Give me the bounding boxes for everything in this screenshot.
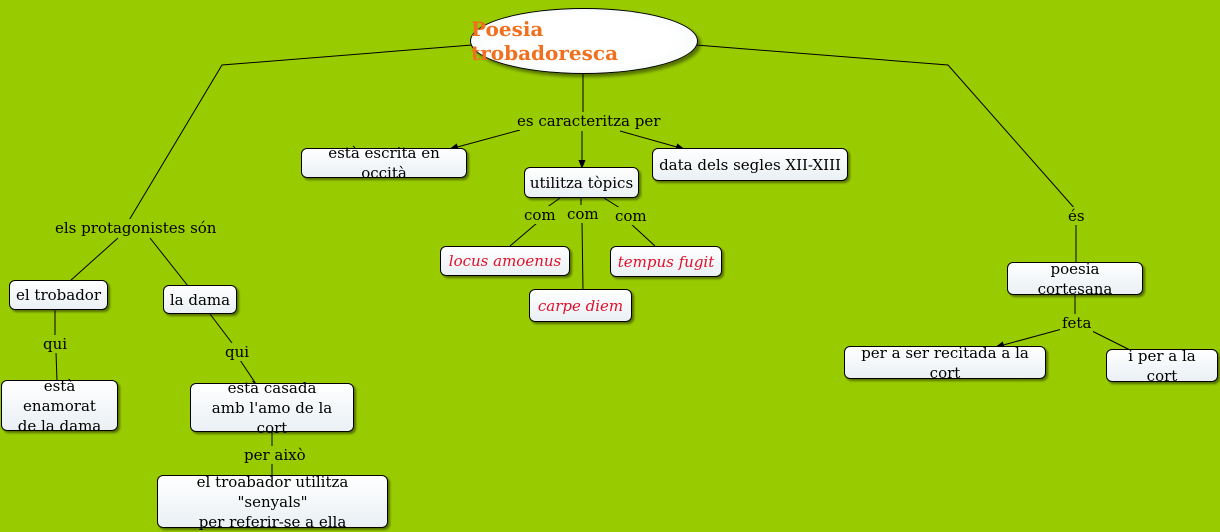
node-dama[interactable]: la dama <box>163 285 237 314</box>
link-protagonistes: els protagonistes són <box>53 219 219 237</box>
edge-to-enamorat <box>55 351 58 382</box>
node-locus-amoenus[interactable]: locus amoenus <box>440 246 570 276</box>
node-segles[interactable]: data dels segles XII-XIII <box>652 148 848 181</box>
node-cortesana[interactable]: poesia cortesana <box>1007 260 1143 298</box>
node-occita[interactable]: està escrita en occità <box>301 144 467 182</box>
edge-to-dama <box>149 237 189 287</box>
link-feta: feta <box>1060 314 1094 332</box>
node-tempus-fugit[interactable]: tempus fugit <box>610 246 722 277</box>
edge-to-tempus <box>629 222 656 247</box>
edge-root-es <box>695 44 1077 211</box>
node-casada[interactable]: està casada amb l'amo de la cort <box>190 379 354 437</box>
edge-to-recitada <box>995 328 1063 349</box>
node-enamorat[interactable]: està enamorat de la dama <box>1 377 118 435</box>
node-recitada[interactable]: per a ser recitada a la cort <box>844 344 1046 382</box>
node-cort[interactable]: i per a la cort <box>1106 347 1218 385</box>
edge-to-locus <box>509 222 538 247</box>
link-com-carpe: com <box>565 205 601 223</box>
node-trobador[interactable]: el trobador <box>9 280 108 310</box>
link-es: és <box>1066 207 1087 225</box>
root-concept[interactable]: Poesia trobadoresca <box>470 8 698 74</box>
link-caracteritza: es caracteritza per <box>515 112 663 130</box>
edge-to-segles <box>619 130 685 151</box>
link-qui-dama: qui <box>223 343 252 361</box>
edge-to-trobador <box>69 237 119 282</box>
link-com-locus: com <box>522 206 558 224</box>
link-com-tempus: com <box>613 207 649 225</box>
link-qui-trobador: qui <box>41 335 70 353</box>
link-per-aixo: per això <box>242 446 308 464</box>
edge-to-cort <box>1091 330 1131 351</box>
edge-root-protagonistes <box>127 44 473 223</box>
edge-to-casada <box>239 359 257 385</box>
edge-to-carpe <box>581 221 584 291</box>
node-topics[interactable]: utilitza tòpics <box>524 167 639 198</box>
node-carpe-diem[interactable]: carpe diem <box>529 289 632 322</box>
node-senyals[interactable]: el troabador utilitza "senyals" per refe… <box>157 473 388 531</box>
edge-to-occita <box>449 129 521 151</box>
